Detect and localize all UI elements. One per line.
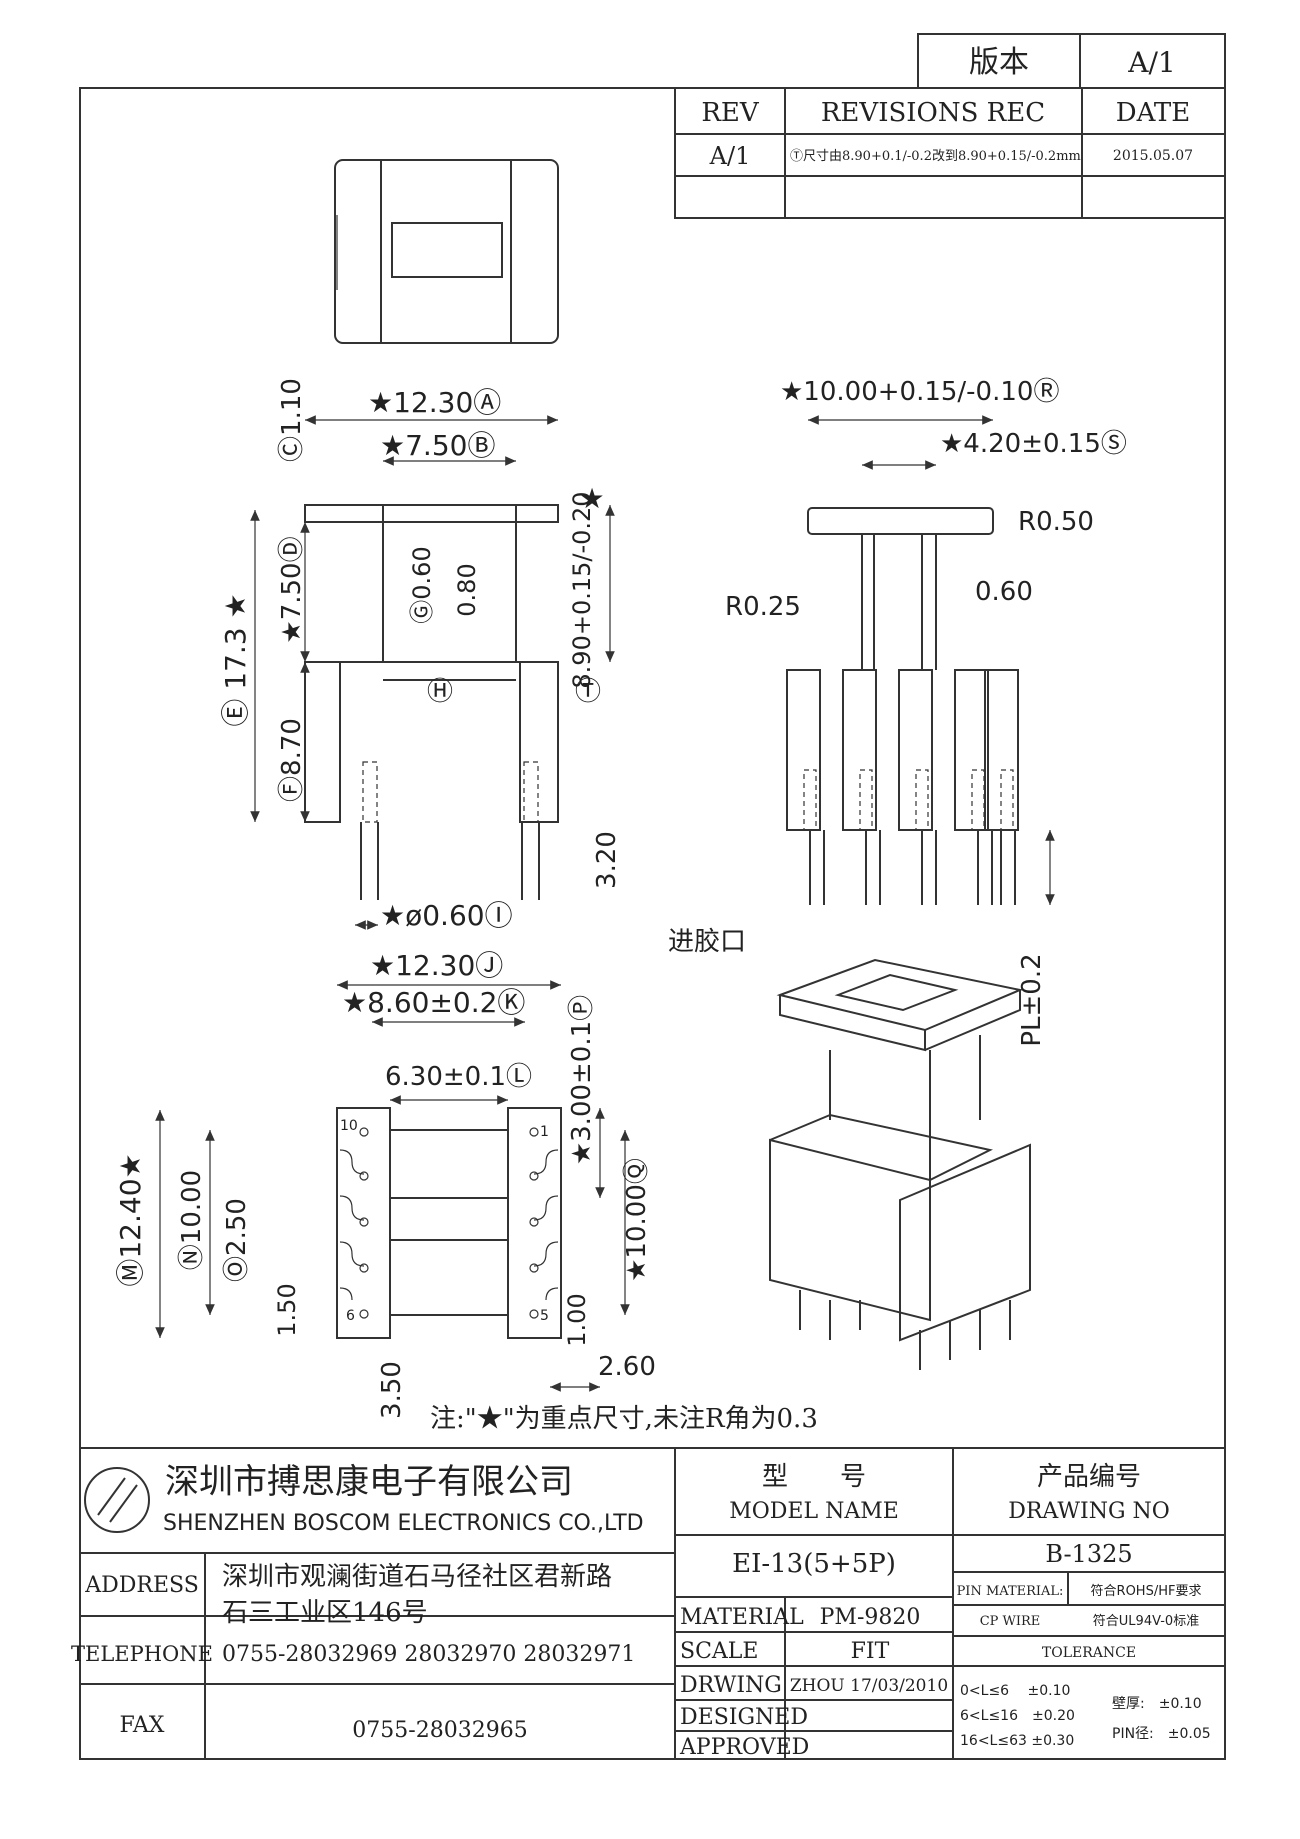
dimension-lines: [155, 415, 1055, 1392]
dim-r025: R0.25: [725, 592, 801, 622]
dim-t: 8.90+0.15/-0.20: [568, 491, 596, 688]
pin-label-5: 5: [540, 1308, 549, 1324]
drawing-value: B-1325: [1045, 1540, 1132, 1568]
rev-header: REV: [701, 98, 760, 128]
scale-label: SCALE: [680, 1639, 758, 1664]
dim-s: ★4.20±0.15Ⓢ: [940, 429, 1127, 459]
drawing-label-en: DRAWING NO: [1008, 1499, 1170, 1524]
version-value: A/1: [1127, 46, 1175, 79]
designed-label: DESIGNED: [680, 1705, 808, 1730]
dim-j: ★12.30Ⓙ: [370, 949, 503, 982]
dim-e: Ⓔ 17.3 ★: [219, 593, 252, 726]
dim-k: ★8.60±0.2Ⓚ: [342, 986, 525, 1019]
version-box: 版本 A/1: [917, 33, 1226, 89]
side-view: [786, 507, 1019, 905]
wall-thickness: 壁厚: ±0.10: [1112, 1696, 1202, 1712]
approved-label: APPROVED: [679, 1735, 809, 1760]
telephone-label: TELEPHONE: [71, 1642, 213, 1666]
company-name-en: SHENZHEN BOSCOM ELECTRONICS CO.,LTD: [163, 1511, 644, 1536]
dim-a: ★12.30Ⓐ: [368, 386, 501, 419]
dim-c: Ⓒ1.10: [277, 378, 307, 462]
dim-pin-len: 3.20: [592, 831, 622, 889]
model-value: EI-13(5+5P): [732, 1549, 896, 1579]
dimension-texts: ★12.30Ⓐ ★7.50Ⓑ Ⓒ1.10 ★7.50Ⓓ Ⓔ 17.3 ★ Ⓕ8.…: [114, 377, 1127, 1434]
isometric-view: [769, 958, 1031, 1370]
tolerance-label: TOLERANCE: [1042, 1645, 1136, 1661]
date-cell: 2015.05.07: [1113, 148, 1193, 164]
pin-diameter: PIN径: ±0.05: [1112, 1726, 1211, 1742]
pin-label-6: 6: [346, 1308, 355, 1324]
pin-label-1: 1: [540, 1124, 549, 1140]
tolerance-row-3: 16<L≤63 ±0.30: [960, 1733, 1074, 1749]
company-logo: [84, 1467, 150, 1533]
dim-r: ★10.00+0.15/-0.10Ⓡ: [780, 377, 1059, 407]
dim-r050: R0.50: [1018, 507, 1094, 537]
dim-o: Ⓞ2.50: [222, 1198, 252, 1282]
model-label-en: MODEL NAME: [729, 1499, 899, 1524]
top-view: [334, 159, 559, 344]
dim-n: Ⓝ10.00: [177, 1170, 207, 1270]
material-label: MATERIAL: [680, 1605, 804, 1630]
drwing-value: ZHOU 17/03/2010: [790, 1676, 948, 1696]
dim-i: ★ø0.60Ⓘ: [380, 899, 513, 932]
drawing-note: 注:"★"为重点尺寸,未注R角为0.3: [430, 1404, 818, 1434]
dim-t-circle: Ⓣ: [575, 677, 601, 707]
revisions-table: REV REVISIONS REC DATE A/1 Ⓣ尺寸由8.90+0.1/…: [674, 87, 1226, 219]
dim-d100: 1.00: [563, 1293, 591, 1346]
dim-star: ★: [579, 482, 604, 515]
title-block: [80, 1447, 1225, 1759]
dim-l: 6.30±0.1Ⓛ: [385, 1062, 532, 1092]
dim-q: ★10.00Ⓠ: [622, 1158, 652, 1282]
dim-g: Ⓖ0.60: [408, 546, 436, 623]
company-info: 深圳市搏思康电子有限公司 SHENZHEN BOSCOM ELECTRONICS…: [71, 1462, 644, 1743]
version-label: 版本: [969, 45, 1029, 80]
dim-b: ★7.50Ⓑ: [380, 429, 495, 462]
address-line-1: 深圳市观澜街道石马径社区君新路: [222, 1562, 612, 1592]
drwing-label: DRWING: [680, 1673, 782, 1698]
dim-pl: PL±0.2: [1017, 953, 1047, 1046]
dim-d: ★7.50Ⓓ: [277, 536, 307, 643]
scale-value: FIT: [851, 1639, 890, 1664]
company-name-cn: 深圳市搏思康电子有限公司: [165, 1462, 573, 1502]
rec-cell: Ⓣ尺寸由8.90+0.1/-0.2改到8.90+0.15/-0.2mm: [790, 149, 1081, 164]
sheet-border: [79, 87, 1226, 1760]
material-value: PM-9820: [820, 1605, 921, 1630]
rev-cell: A/1: [709, 142, 751, 170]
pin-material-label: PIN MATERIAL:: [957, 1584, 1064, 1599]
cp-wire-label: CP WIRE: [980, 1614, 1041, 1629]
title-cells: 型 号 MODEL NAME EI-13(5+5P) 产品编号 DRAWING …: [679, 1462, 1211, 1760]
telephone-value: 0755-28032969 28032970 28032971: [222, 1642, 635, 1667]
cp-wire-value: 符合UL94V-0标准: [1093, 1613, 1199, 1629]
dim-inlet: 进胶口: [668, 927, 746, 957]
rec-header: REVISIONS REC: [821, 98, 1045, 128]
tolerance-row-2: 6<L≤16 ±0.20: [960, 1708, 1075, 1724]
drawing-label-cn: 产品编号: [1037, 1462, 1141, 1492]
address-line-2: 石三工业区146号: [222, 1598, 428, 1628]
fax-value: 0755-28032965: [352, 1718, 527, 1743]
dim-d060: 0.60: [975, 577, 1033, 607]
bottom-view: [336, 1107, 562, 1339]
dim-f: Ⓕ8.70: [277, 718, 307, 802]
tolerance-row-1: 0<L≤6 ±0.10: [960, 1683, 1070, 1699]
dim-h: Ⓗ: [427, 677, 453, 707]
dim-d350: 3.50: [377, 1361, 407, 1419]
fax-label: FAX: [120, 1713, 165, 1738]
pin-label-10: 10: [340, 1118, 358, 1134]
dim-m: Ⓜ12.40★: [114, 1153, 147, 1286]
dim-o2: 1.50: [273, 1283, 301, 1336]
dim-d260: 2.60: [598, 1352, 656, 1382]
model-label-cn: 型 号: [762, 1462, 866, 1492]
pin-material-value: 符合ROHS/HF要求: [1091, 1583, 1202, 1599]
address-label: ADDRESS: [84, 1573, 199, 1598]
dim-p: ★3.00±0.1Ⓟ: [567, 995, 597, 1165]
date-header: DATE: [1116, 98, 1191, 128]
dim-g2: 0.80: [453, 563, 481, 616]
